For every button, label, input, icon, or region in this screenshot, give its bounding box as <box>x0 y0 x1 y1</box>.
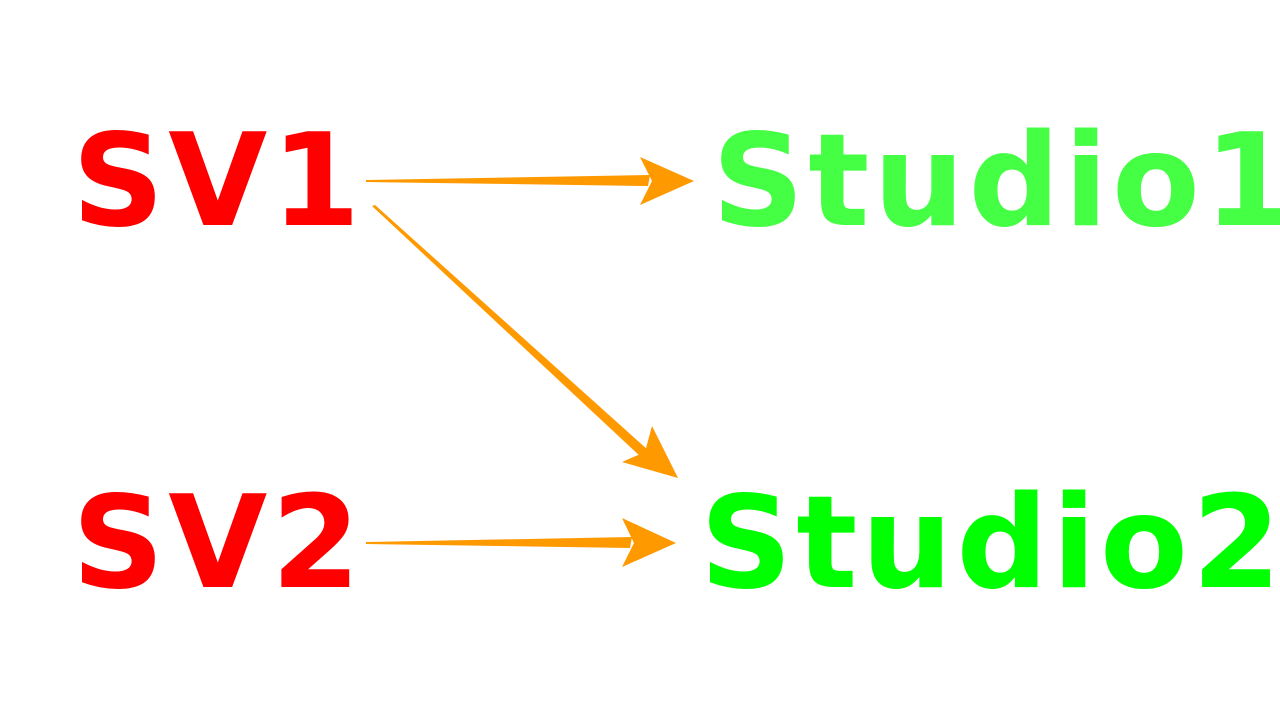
node-studio1: Studio1 <box>712 107 1280 256</box>
node-sv2: SV2 <box>72 469 365 618</box>
edge-sv2-studio2 <box>366 518 676 567</box>
edge-sv1-studio2 <box>372 205 678 478</box>
edge-sv1-studio1 <box>366 157 694 205</box>
node-sv1: SV1 <box>72 107 365 256</box>
node-studio2: Studio2 <box>700 469 1280 618</box>
